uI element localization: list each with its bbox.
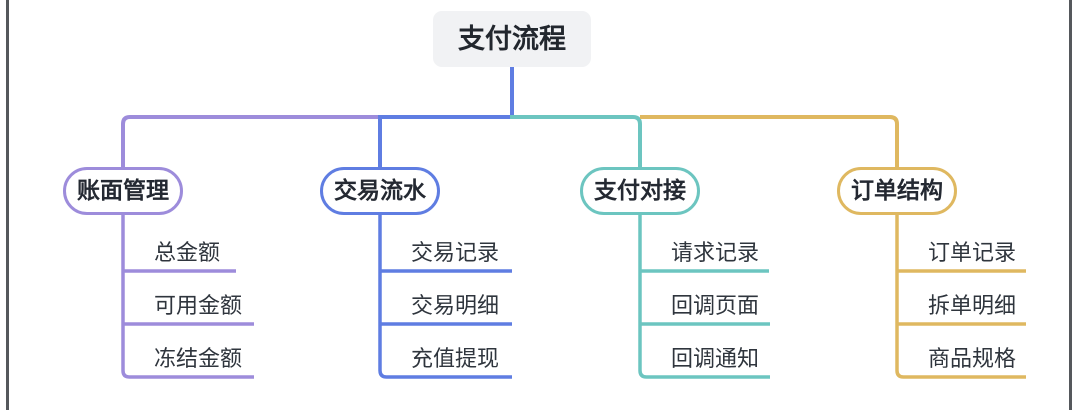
branch-4-connector	[640, 115, 1026, 379]
child-node-order-records[interactable]: 订单记录	[928, 240, 1017, 265]
child-node-callback-page[interactable]: 回调页面	[671, 293, 760, 318]
frame-border-right	[1069, 0, 1072, 410]
branch-node-transaction-flow[interactable]: 交易流水	[320, 167, 440, 215]
child-node-transaction-records[interactable]: 交易记录	[411, 240, 500, 265]
branch-node-account-management[interactable]: 账面管理	[63, 167, 183, 215]
child-node-request-records[interactable]: 请求记录	[671, 240, 760, 265]
child-node-callback-notification[interactable]: 回调通知	[671, 346, 760, 371]
root-node-payment-flow[interactable]: 支付流程	[433, 11, 591, 68]
child-node-split-order-details[interactable]: 拆单明细	[928, 293, 1017, 318]
child-node-total-amount[interactable]: 总金额	[154, 240, 221, 265]
child-node-available-amount[interactable]: 可用金额	[154, 293, 243, 318]
branch-3-connector	[510, 115, 770, 379]
child-node-transaction-details[interactable]: 交易明细	[411, 293, 500, 318]
child-node-product-specs[interactable]: 商品规格	[928, 346, 1017, 371]
child-node-frozen-amount[interactable]: 冻结金额	[154, 346, 243, 371]
branch-1-connector	[121, 115, 381, 379]
frame-border-left	[6, 0, 9, 410]
child-node-recharge-withdraw[interactable]: 充值提现	[411, 346, 500, 371]
branch-node-payment-integration[interactable]: 支付对接	[580, 167, 700, 215]
branch-node-order-structure[interactable]: 订单结构	[837, 167, 957, 215]
branch-2-connector	[378, 66, 514, 379]
